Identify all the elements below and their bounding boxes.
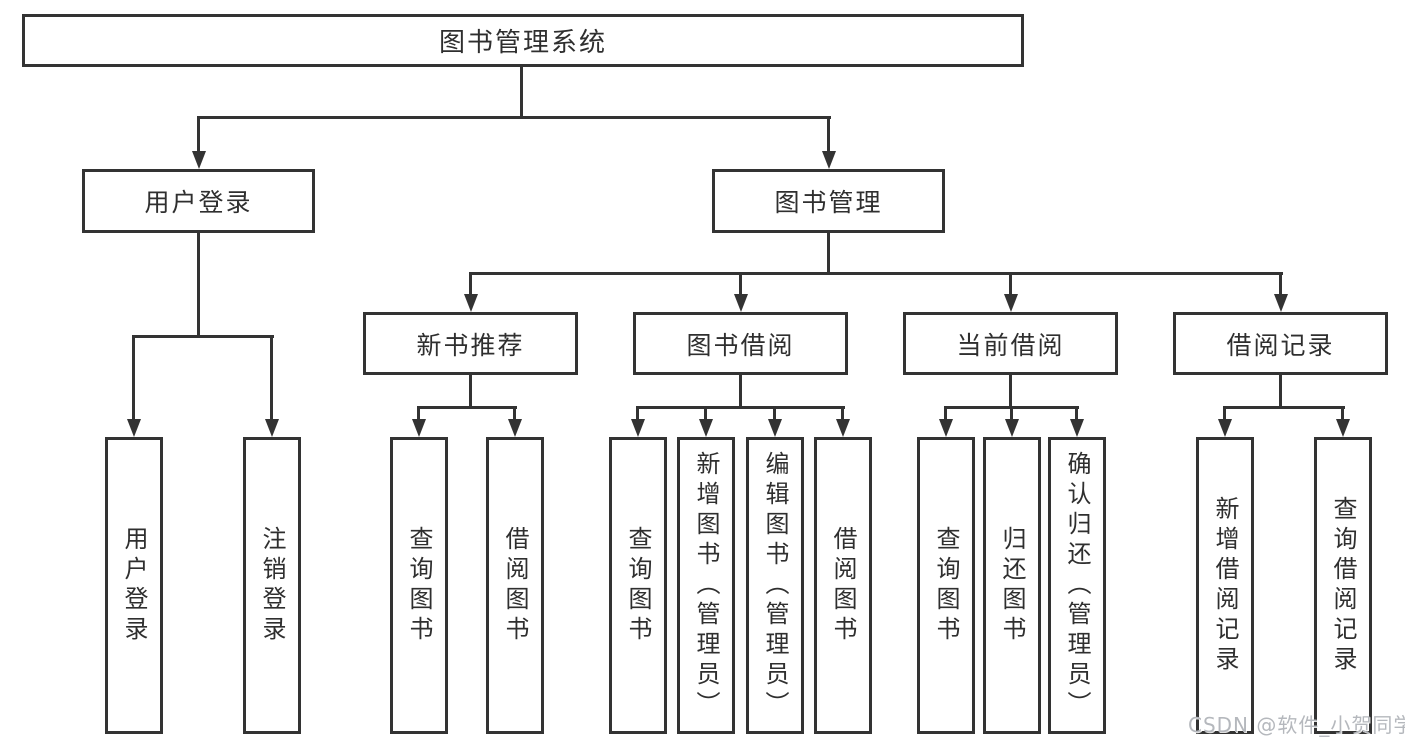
node-current-borrow: 当前借阅 (903, 312, 1118, 375)
connector-drop-book-management (827, 116, 830, 153)
leaf-confirm-return-admin: 确认归还（管理员） (1048, 437, 1106, 734)
connector-book-borrow-stem (739, 374, 742, 409)
arrowhead-down-icon (1274, 294, 1288, 312)
connector-drop-leaf (1075, 406, 1078, 421)
node-borrow-records: 借阅记录 (1173, 312, 1388, 375)
node-label: 新增图书（管理员） (692, 450, 720, 721)
leaf-add-borrow-record: 新增借阅记录 (1196, 437, 1254, 734)
node-label: 编辑图书（管理员） (761, 450, 789, 721)
arrowhead-down-icon (464, 294, 478, 312)
connector-borrow-records-rail (1223, 406, 1345, 409)
leaf-logout: 注销登录 (243, 437, 301, 734)
node-label: 查询借阅记录 (1329, 495, 1357, 676)
leaf-return-books: 归还图书 (983, 437, 1041, 734)
arrowhead-down-icon (1005, 419, 1019, 437)
arrowhead-down-icon (822, 151, 836, 169)
leaf-borrow-books-recommend: 借阅图书 (486, 437, 544, 734)
connector-level1-rail (197, 116, 831, 119)
arrowhead-down-icon (508, 419, 522, 437)
connector-drop-borrow-records (1279, 272, 1282, 296)
connector-drop-user-login (197, 116, 200, 153)
node-label: 当前借阅 (956, 330, 1065, 360)
connector-user-login-stem (197, 232, 200, 338)
node-label: 借阅图书 (829, 525, 857, 646)
node-book-management: 图书管理 (712, 169, 945, 233)
connector-level2-rail (469, 272, 1283, 275)
connector-drop-leaf (417, 406, 420, 421)
leaf-add-books-admin: 新增图书（管理员） (677, 437, 735, 734)
node-label: 查询图书 (624, 525, 652, 646)
connector-borrow-records-stem (1279, 374, 1282, 409)
arrowhead-down-icon (836, 419, 850, 437)
node-label: 归还图书 (998, 525, 1026, 646)
connector-drop-leaf (773, 406, 776, 421)
node-library-management-system: 图书管理系统 (22, 14, 1024, 67)
connector-drop-new-book (469, 272, 472, 296)
node-label: 确认归还（管理员） (1063, 450, 1091, 721)
arrowhead-down-icon (265, 419, 279, 437)
node-label: 新书推荐 (416, 330, 525, 360)
arrowhead-down-icon (631, 419, 645, 437)
connector-drop-leaf (636, 406, 639, 421)
watermark: CSDN @软件_小贺同学 (1188, 713, 1405, 737)
connector-drop-leaf (1010, 406, 1013, 421)
connector-drop-leaf (1341, 406, 1344, 421)
arrowhead-down-icon (699, 419, 713, 437)
connector-drop-leaf (841, 406, 844, 421)
connector-new-book-rail (417, 406, 517, 409)
connector-drop-leaf (704, 406, 707, 421)
node-label: 图书借阅 (686, 330, 795, 360)
node-label: 查询图书 (405, 525, 433, 646)
connector-drop-leaf (132, 335, 135, 421)
connector-drop-book-borrow (739, 272, 742, 296)
node-new-book-recommend: 新书推荐 (363, 312, 578, 375)
arrowhead-down-icon (939, 419, 953, 437)
arrowhead-down-icon (412, 419, 426, 437)
connector-drop-current-borrow (1009, 272, 1012, 296)
node-label: 图书管理系统 (438, 28, 607, 58)
connector-root-stem (520, 66, 523, 118)
arrowhead-down-icon (768, 419, 782, 437)
node-label: 借阅记录 (1226, 330, 1335, 360)
arrowhead-down-icon (1004, 294, 1018, 312)
connector-book-management-stem (827, 232, 830, 275)
node-book-borrow: 图书借阅 (633, 312, 848, 375)
node-label: 用户登录 (144, 188, 253, 217)
leaf-borrow-books: 借阅图书 (814, 437, 872, 734)
arrowhead-down-icon (734, 294, 748, 312)
node-label: 用户登录 (120, 525, 148, 646)
leaf-query-borrow-record: 查询借阅记录 (1314, 437, 1372, 734)
node-label: 注销登录 (258, 525, 286, 646)
node-label: 查询图书 (932, 525, 960, 646)
arrowhead-down-icon (1218, 419, 1232, 437)
connector-drop-leaf (270, 335, 273, 421)
arrowhead-down-icon (1336, 419, 1350, 437)
connector-user-login-rail (132, 335, 274, 338)
leaf-user-login: 用户登录 (105, 437, 163, 734)
arrowhead-down-icon (192, 151, 206, 169)
connector-drop-leaf (513, 406, 516, 421)
connector-book-borrow-rail (636, 406, 845, 409)
arrowhead-down-icon (1070, 419, 1084, 437)
node-label: 图书管理 (774, 188, 883, 217)
connector-new-book-stem (469, 374, 472, 409)
connector-drop-leaf (1223, 406, 1226, 421)
leaf-query-books-recommend: 查询图书 (390, 437, 448, 734)
node-user-login: 用户登录 (82, 169, 315, 233)
leaf-edit-books-admin: 编辑图书（管理员） (746, 437, 804, 734)
connector-current-borrow-stem (1009, 374, 1012, 409)
node-label: 借阅图书 (501, 525, 529, 646)
connector-drop-leaf (944, 406, 947, 421)
arrowhead-down-icon (127, 419, 141, 437)
leaf-query-books-current: 查询图书 (917, 437, 975, 734)
node-label: 新增借阅记录 (1211, 495, 1239, 676)
leaf-query-books-borrow: 查询图书 (609, 437, 667, 734)
